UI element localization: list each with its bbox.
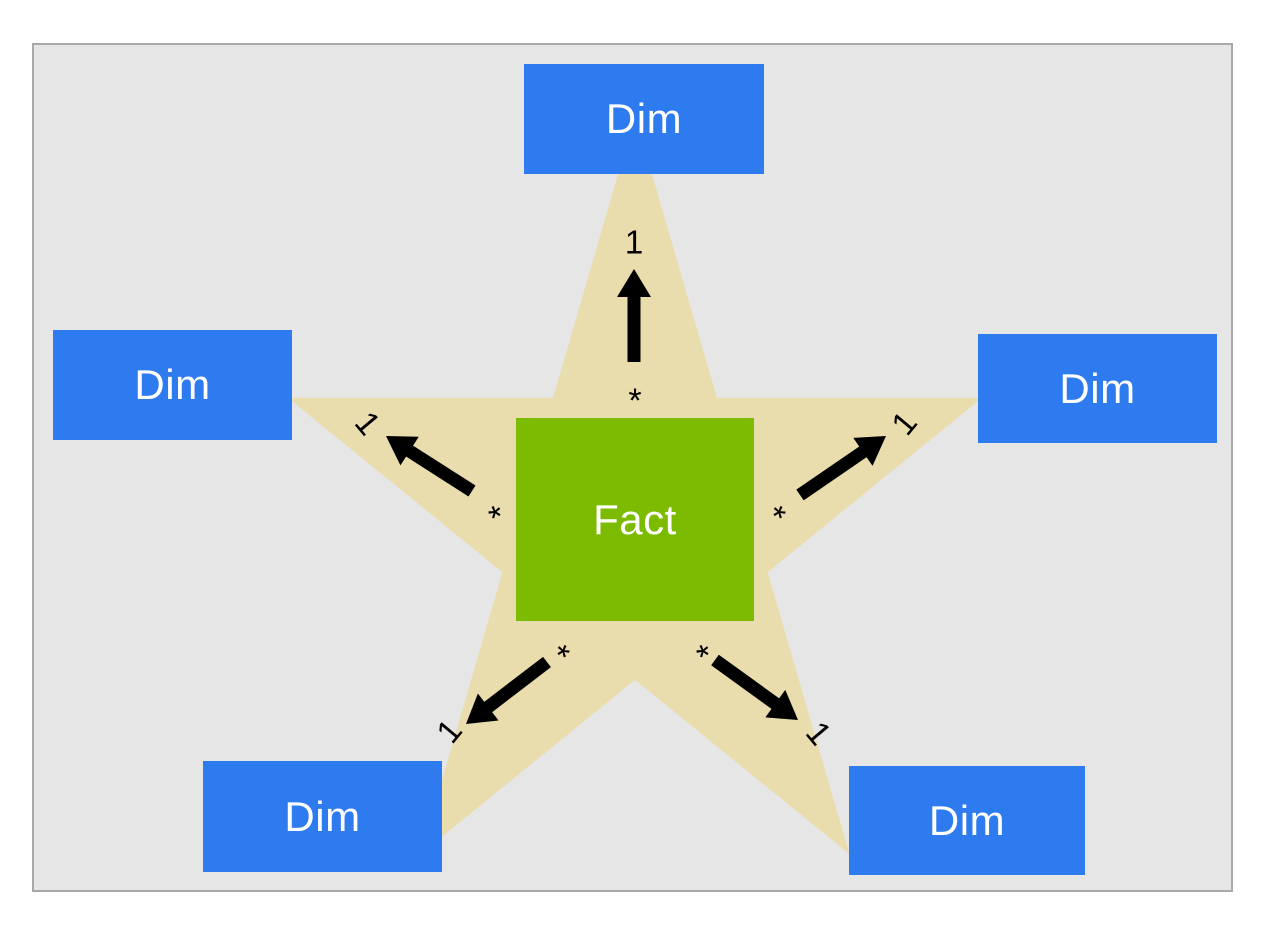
dim-table-label: Dim [134, 361, 211, 408]
dim-table-label: Dim [284, 792, 361, 840]
multiplicity-1-label: 1 [883, 404, 925, 442]
arrow-shaft [711, 654, 783, 712]
dim-table-bottom-right: Dim [849, 766, 1085, 875]
fact-table-label: Fact [593, 495, 677, 543]
dim-table-bottom-left: Dim [203, 761, 442, 872]
dim-table-top: Dim [524, 64, 764, 174]
arrow-shaft [796, 444, 870, 501]
dim-table-label: Dim [928, 796, 1006, 844]
arrow-head [466, 693, 499, 724]
dim-table-left: Dim [53, 330, 292, 440]
dim-table-label: Dim [605, 95, 683, 142]
multiplicity-1-label: 1 [428, 712, 470, 750]
multiplicity-1-label: 1 [347, 404, 389, 442]
arrow-head [617, 269, 651, 297]
multiplicity-many-label: * [765, 498, 803, 534]
multiplicity-many-label: * [628, 382, 642, 420]
arrow-shaft [481, 656, 551, 715]
arrow-head [853, 436, 886, 466]
multiplicity-many-label: * [549, 637, 587, 673]
dim-table-right: Dim [978, 334, 1217, 443]
arrow-head [386, 436, 419, 466]
arrow-head [765, 689, 798, 720]
multiplicity-many-label: * [679, 637, 717, 673]
multiplicity-1-label: 1 [798, 714, 840, 752]
multiplicity-many-label: * [471, 498, 509, 534]
dim-table-label: Dim [1059, 364, 1136, 412]
slide-canvas: Dim Dim Dim Dim Dim Fact 1 * 1 * 1 * 1 *… [32, 43, 1233, 892]
fact-table: Fact [516, 418, 754, 621]
multiplicity-1-label: 1 [624, 223, 644, 261]
arrow-shaft [402, 443, 476, 497]
